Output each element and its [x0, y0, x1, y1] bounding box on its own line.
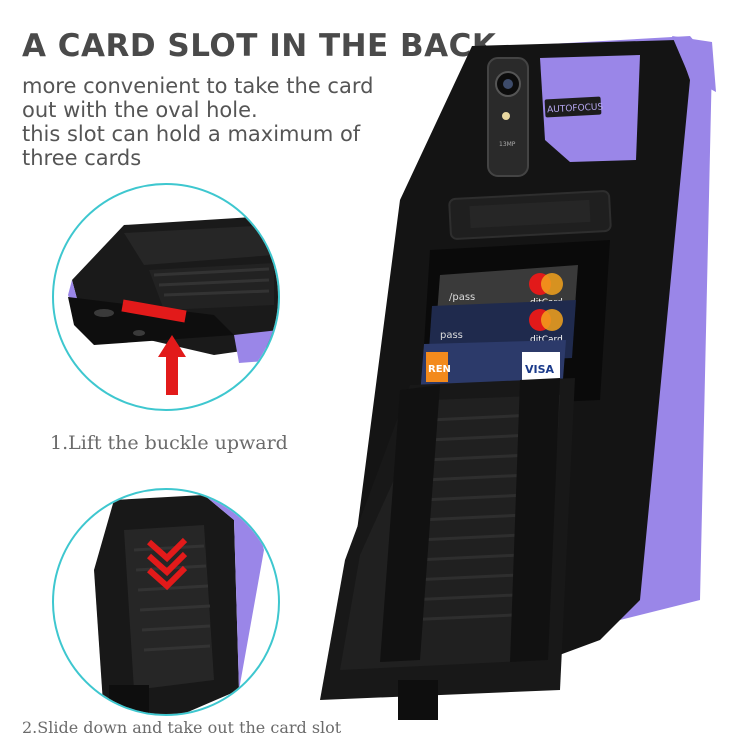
card-1-left-text: /pass — [449, 292, 475, 303]
slide-detail-illustration — [94, 495, 264, 714]
autofocus-label: AUTOFOCUS — [547, 102, 604, 115]
chevron-down-icon — [147, 537, 188, 591]
step-2-caption: 2.Slide down and take out the card slot — [22, 718, 342, 737]
card-2-right-text: ditCard — [530, 335, 563, 345]
card-3-left-text: REN — [428, 364, 451, 375]
card-3-right-text: VISA — [525, 363, 555, 376]
description-line-1: more convenient to take the card — [22, 74, 374, 98]
arrow-up-icon — [158, 335, 186, 395]
detail-circle-slide-down — [52, 488, 280, 716]
card-holder-slide — [320, 378, 575, 720]
camera-module: 13MP — [487, 57, 529, 177]
headline: A CARD SLOT IN THE BACK — [22, 28, 497, 64]
camera-mp-label: 13MP — [499, 141, 516, 148]
description-line-2: out with the oval hole. — [22, 98, 258, 122]
card-2-left-text: pass — [440, 330, 463, 341]
description-line-3: this slot can hold a maximum of — [22, 122, 361, 146]
buckle-detail-illustration — [68, 215, 278, 395]
step-1-caption: 1.Lift the buckle upward — [50, 432, 288, 454]
detail-circle-lift-buckle — [52, 183, 280, 411]
description-line-4: three cards — [22, 146, 142, 170]
